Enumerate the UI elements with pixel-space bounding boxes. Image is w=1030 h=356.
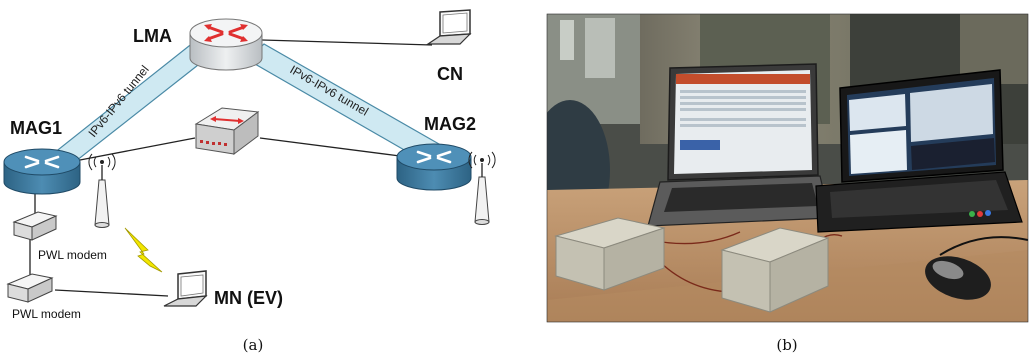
antenna-icon-left	[88, 153, 116, 228]
pwl-modem-lower-label: PWL modem	[12, 307, 81, 321]
connection-lines	[29, 39, 433, 297]
lma-router-icon	[189, 18, 263, 71]
antenna-icon-right	[468, 151, 496, 225]
mag2-label: MAG2	[424, 114, 476, 134]
computer-mouse	[925, 256, 991, 300]
pwl-modem-box-left	[554, 217, 666, 291]
link-switch-mag2	[259, 137, 401, 157]
mn-label: MN (EV)	[214, 288, 283, 308]
mag1-label: MAG1	[10, 118, 62, 138]
cn-label: CN	[437, 64, 463, 84]
mag2-router-icon	[396, 143, 472, 191]
link-mag1-switch	[79, 137, 196, 161]
cn-laptop-icon	[426, 9, 472, 45]
caption-a: (a)	[243, 336, 264, 354]
tunnel-left: IPv6-IPv6 tunnel	[52, 41, 214, 162]
mn-laptop-icon	[163, 270, 208, 307]
pwl-modem-upper-label: PWL modem	[38, 248, 107, 262]
pwl-modem-upper-icon	[12, 211, 58, 241]
testbed-photo: (b)	[546, 13, 1029, 354]
caption-b: (b)	[776, 336, 797, 354]
link-lma-cn	[261, 39, 433, 46]
mag1-router-icon	[3, 148, 81, 195]
laptop-left	[647, 63, 831, 227]
switch-icon	[194, 107, 260, 155]
network-diagram-panel: IPv6-IPv6 tunnel IPv6-IPv6 tunnel LMA	[3, 9, 496, 354]
link-modem-mn	[54, 289, 169, 297]
pwl-modem-lower-icon	[6, 273, 54, 303]
lightning-icon	[124, 227, 163, 273]
lma-label: LMA	[133, 26, 172, 46]
pwl-modem-box-right	[720, 227, 830, 313]
laptop-right	[815, 69, 1023, 233]
